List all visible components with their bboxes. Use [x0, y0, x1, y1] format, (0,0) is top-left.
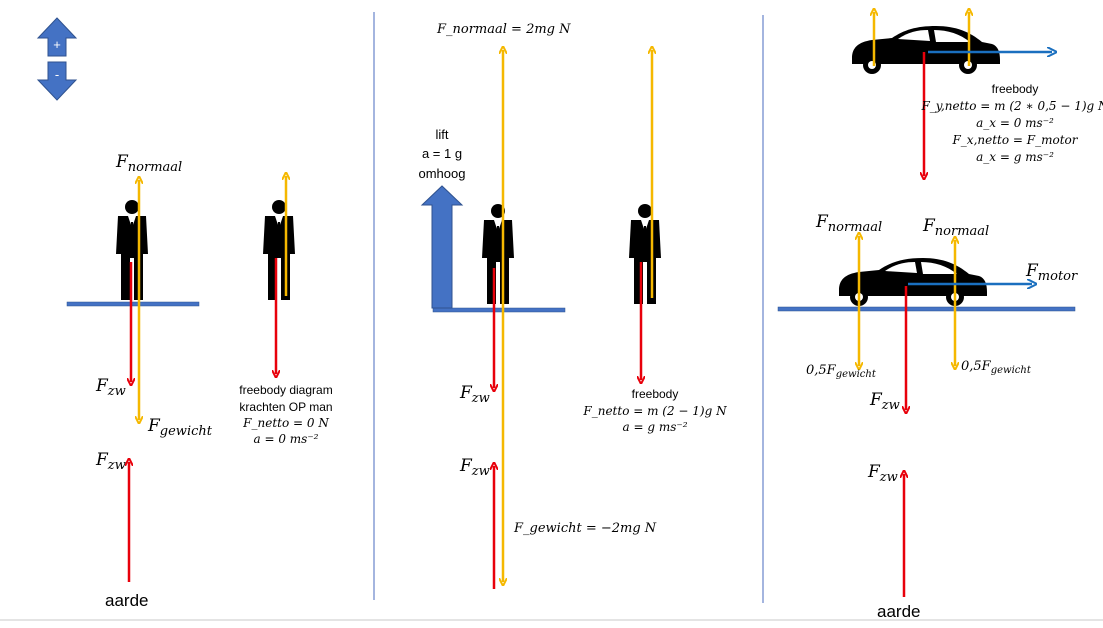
- lift-floor: [432, 307, 566, 313]
- label-aarde: aarde: [105, 591, 148, 610]
- lift-label-f-gewicht: F_gewicht = −2mg N: [513, 521, 657, 536]
- lift-freebody-text-2: F_netto = m (2 − 1)g N: [582, 404, 727, 418]
- car-label-f-normaal-right-sub: normaal: [935, 224, 989, 239]
- road-floor: [777, 306, 1076, 312]
- lift-label-f-zw-earth: Fzw: [459, 456, 490, 479]
- label-f-zw-sub: zw: [107, 384, 126, 399]
- panel-man-on-ground: Fnormaal Fzw Fgewicht Fzw aarde freebody…: [66, 152, 333, 610]
- car-freebody-text-1: freebody: [992, 82, 1039, 96]
- label-f-gewicht-sub: gewicht: [160, 424, 213, 439]
- car-label-f-normaal-left: Fnormaal: [815, 212, 882, 235]
- panel-man-in-lift: F_normaal = 2mg N lift a = 1 g omhoog Fz…: [419, 22, 727, 589]
- lift-text-3: omhoog: [419, 166, 466, 181]
- car-label-f-zw-sub: zw: [881, 398, 900, 413]
- car-label-gewicht-right: 0,5Fgewicht: [961, 359, 1032, 376]
- zoom-out-button[interactable]: -: [36, 61, 78, 101]
- lift-text-1: lift: [436, 127, 449, 142]
- ground-floor: [66, 301, 200, 307]
- zoom-in-button[interactable]: +: [36, 17, 78, 57]
- lift-freebody-text-1: freebody: [632, 387, 679, 401]
- car-label-f-motor: Fmotor: [1025, 261, 1078, 284]
- car-label-gewicht-left: 0,5Fgewicht: [806, 363, 877, 380]
- freebody-man-figure: [263, 200, 295, 300]
- car-label-aarde: aarde: [877, 602, 920, 621]
- panel-car: freebody F_y,netto = m (2 ∗ 0,5 − 1)g N …: [777, 12, 1103, 621]
- car-label-f-motor-sub: motor: [1038, 269, 1078, 284]
- lift-label-f-zw-earth-sub: zw: [471, 464, 490, 479]
- car-label-f-normaal-left-sub: normaal: [828, 220, 882, 235]
- lift-label-f-zw: Fzw: [459, 383, 490, 406]
- zoom-in-arrow-icon: [36, 17, 78, 57]
- zoom-out-symbol: -: [55, 67, 59, 82]
- freebody-lift-man-figure: [629, 204, 661, 304]
- freebody-text-3: F_netto = 0 N: [242, 416, 329, 430]
- label-f-normaal-sub: normaal: [128, 160, 182, 175]
- label-f-zw-earth-sub: zw: [107, 458, 126, 473]
- lift-freebody-text-3: a = g ms⁻²: [622, 420, 687, 434]
- lift-label-f-normaal-top: F_normaal = 2mg N: [436, 22, 571, 37]
- label-f-gewicht: Fgewicht: [147, 416, 213, 439]
- car-freebody-text-5: a_x = g ms⁻²: [976, 150, 1054, 164]
- car-label-f-zw: Fzw: [869, 390, 900, 413]
- label-f-zw-earth: Fzw: [95, 450, 126, 473]
- freebody-text-1: freebody diagram: [239, 383, 332, 397]
- freebody-text-4: a = 0 ms⁻²: [254, 432, 319, 446]
- car-on-road-figure: [839, 258, 987, 306]
- car-freebody-text-2: F_y,netto = m (2 ∗ 0,5 − 1)g N: [920, 99, 1103, 113]
- freebody-text-2: krachten OP man: [239, 400, 332, 414]
- car-label-f-zw-earth-sub: zw: [879, 470, 898, 485]
- lift-up-arrow-icon: [420, 185, 464, 309]
- man-in-lift-figure: [482, 204, 514, 304]
- label-f-normaal: Fnormaal: [115, 152, 182, 175]
- zoom-in-symbol: +: [53, 37, 61, 52]
- car-label-gewicht-left-sub: gewicht: [836, 369, 877, 380]
- zoom-out-arrow-icon: [36, 61, 78, 101]
- car-label-f-zw-earth: Fzw: [867, 462, 898, 485]
- car-freebody-text-4: F_x,netto = F_motor: [951, 133, 1078, 147]
- car-label-f-normaal-right: Fnormaal: [922, 216, 989, 239]
- car-label-gewicht-right-sub: gewicht: [991, 365, 1032, 376]
- lift-label-f-zw-sub: zw: [471, 391, 490, 406]
- lift-text-2: a = 1 g: [422, 146, 462, 161]
- label-f-zw: Fzw: [95, 376, 126, 399]
- car-freebody-text-3: a_x = 0 ms⁻²: [976, 116, 1054, 130]
